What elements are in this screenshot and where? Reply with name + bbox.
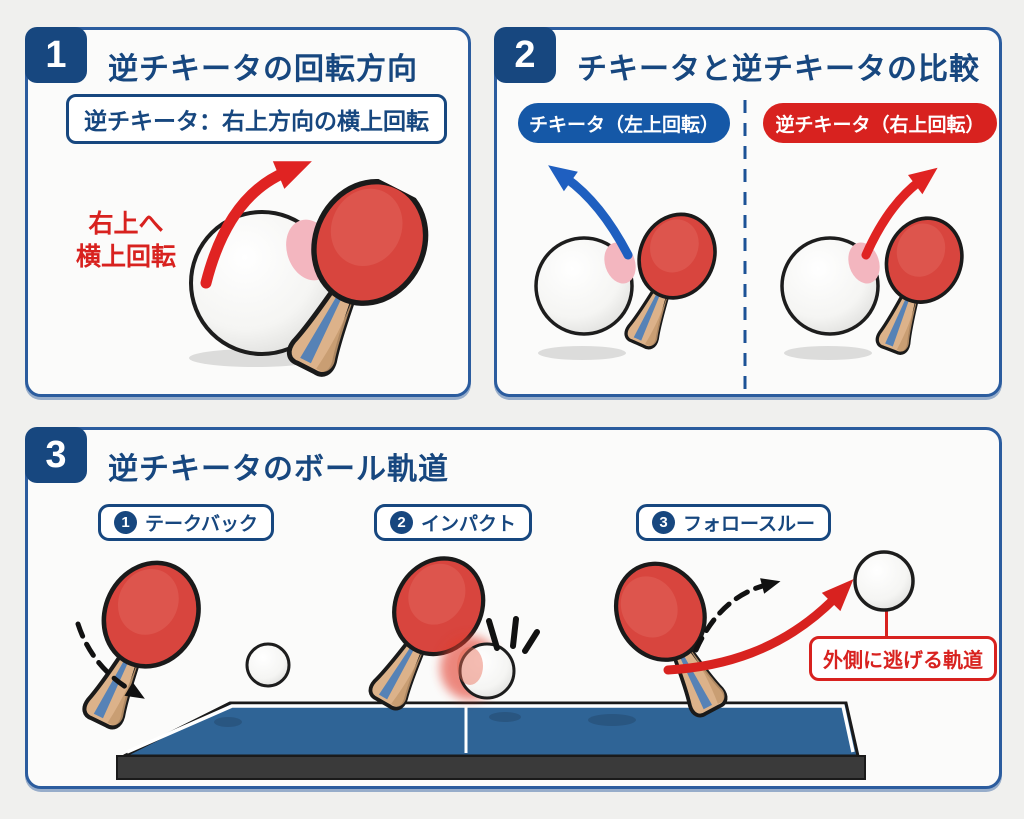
- step-followthrough: 3 フォロースルー: [636, 504, 832, 541]
- step3-number-icon: 3: [652, 511, 675, 534]
- step1-label: テークバック: [145, 514, 259, 535]
- step2-number-icon: 2: [390, 511, 413, 534]
- step-impact: 2 インパクト: [374, 504, 533, 541]
- spin-annotation-line2: 横上回転: [75, 242, 176, 271]
- callout-connector-line: [885, 611, 888, 639]
- step3-label: フォロースルー: [683, 514, 816, 535]
- spin-annotation: 右上へ 横上回転: [51, 208, 201, 273]
- panel3-title: 逆チキータのボール軌道: [108, 453, 449, 486]
- trajectory-callout: 外側に逃げる軌道: [809, 636, 997, 681]
- spin-annotation-line1: 右上へ: [88, 210, 164, 238]
- panel1-title: 逆チキータの回転方向: [108, 53, 418, 86]
- reverse-chiquita-label-pill: 逆チキータ（右上回転）: [763, 103, 997, 143]
- step1-number-icon: 1: [114, 511, 137, 534]
- step2-label: インパクト: [421, 514, 517, 535]
- panel2-title: チキータと逆チキータの比較: [577, 53, 980, 86]
- spin-description-box: 逆チキータ：右上方向の横上回転: [66, 94, 447, 144]
- panel-comparison: 2 チキータと逆チキータの比較 チキータ（左上回転） 逆チキータ（右上回転）: [494, 27, 1002, 397]
- panel1-number-badge: 1: [25, 27, 87, 83]
- step-takeback: 1 テークバック: [98, 504, 275, 541]
- panel2-number-badge: 2: [494, 27, 556, 83]
- panel-ball-trajectory: 3 逆チキータのボール軌道 1 テークバック 2 インパクト 3 フォロースルー…: [25, 427, 1002, 789]
- chiquita-label-pill: チキータ（左上回転）: [518, 103, 730, 143]
- panel3-number-badge: 3: [25, 427, 87, 483]
- panel-spin-direction: 1 逆チキータの回転方向 逆チキータ：右上方向の横上回転 右上へ 横上回転: [25, 27, 471, 397]
